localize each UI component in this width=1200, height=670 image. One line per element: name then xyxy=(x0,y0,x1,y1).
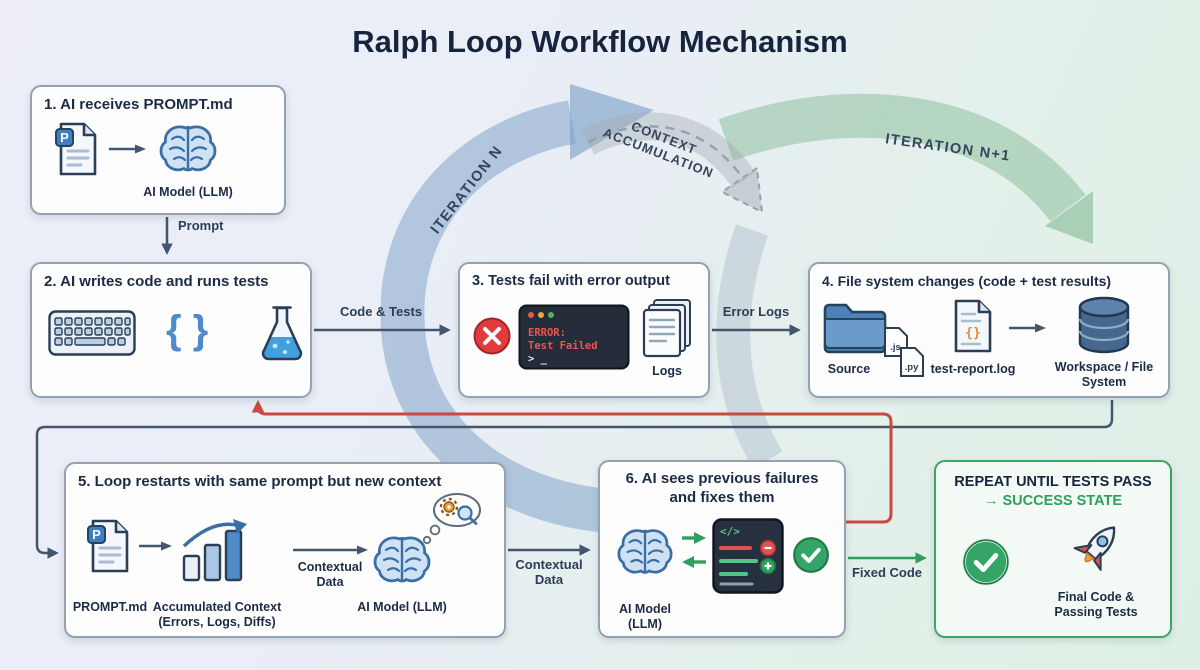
step2-title: 2. AI writes code and runs tests xyxy=(44,273,269,290)
code-glyph: </> xyxy=(720,525,740,538)
prompt-file-badge: P xyxy=(60,130,69,145)
brain-thinking-icon xyxy=(373,493,481,583)
arrow-right-icon xyxy=(293,545,368,555)
edge-label-prompt: Prompt xyxy=(178,218,224,233)
check-circle-icon xyxy=(793,537,829,573)
step6-title: 6. AI sees previous failures and fixes t… xyxy=(625,470,819,506)
edge-label-error-logs: Error Logs xyxy=(722,304,790,319)
test-report-label: test-report.log xyxy=(930,362,1016,376)
workspace-label: Workspace / File System xyxy=(1054,360,1154,389)
right-loop-band xyxy=(716,224,783,469)
ai-model-label: AI Model (LLM) xyxy=(143,185,233,199)
test-report-file-icon: {} xyxy=(954,299,992,353)
arrow-right-icon xyxy=(139,541,172,551)
step3-title: 3. Tests fail with error output xyxy=(472,273,670,289)
accumulated-context-chart-icon xyxy=(182,519,247,582)
filesystem-to-loop-arrow xyxy=(35,400,1114,559)
prompt-file-icon: P xyxy=(87,519,129,573)
error-x-icon xyxy=(473,317,511,355)
contextual-data-label: Contextual Data xyxy=(297,560,363,589)
edge-label-contextual-data: Contextual Data xyxy=(515,557,583,587)
context-arrowhead xyxy=(720,166,764,214)
step5-box: 5. Loop restarts with same prompt but ne… xyxy=(64,462,506,638)
page-title: Ralph Loop Workflow Mechanism xyxy=(352,24,848,59)
step1-box: 1. AI receives PROMPT.md P AI Model (LLM… xyxy=(30,85,286,215)
loop-restart-red-arrow xyxy=(251,399,893,524)
success-check-icon xyxy=(962,538,1010,586)
brain-icon xyxy=(617,529,673,574)
step4-title: 4. File system changes (code + test resu… xyxy=(822,273,1112,289)
context-band-dash xyxy=(587,125,745,181)
source-label: Source xyxy=(827,362,871,376)
py-file-label: .py xyxy=(905,362,919,373)
rocket-icon xyxy=(1073,526,1116,571)
ai-model-label: AI Model (LLM) xyxy=(618,602,672,631)
arrow-right-icon xyxy=(109,144,146,154)
logs-stack-icon xyxy=(642,299,691,358)
braces-glyph: {} xyxy=(965,326,981,341)
arrow-right-icon xyxy=(1009,323,1046,333)
terminal-error-line1: ERROR: xyxy=(528,327,566,339)
code-diff-panel-icon: </> xyxy=(712,518,784,594)
code-braces-icon: { } xyxy=(166,308,209,352)
keyboard-icon xyxy=(48,310,136,356)
success-title: REPEAT UNTIL TESTS PASS xyxy=(954,474,1152,490)
step1-title: 1. AI receives PROMPT.md xyxy=(44,96,233,113)
terminal-icon: ERROR: Test Failed > _ xyxy=(518,304,630,370)
terminal-error-line2: Test Failed xyxy=(528,340,598,352)
iteration-n1-band xyxy=(718,93,1086,222)
step2-box: 2. AI writes code and runs tests { } xyxy=(30,262,312,398)
ai-model-label: AI Model (LLM) xyxy=(357,600,447,614)
logs-label: Logs xyxy=(652,364,682,378)
py-file-icon: .py xyxy=(900,347,924,377)
js-file-label: .js xyxy=(890,342,901,353)
step5-title: 5. Loop restarts with same prompt but ne… xyxy=(78,473,442,490)
flask-icon xyxy=(261,306,303,361)
success-box: REPEAT UNTIL TESTS PASS → SUCCESS STATE … xyxy=(934,460,1172,638)
edge-label-fixed-code: Fixed Code xyxy=(851,565,923,580)
exchange-arrows-icon xyxy=(682,532,706,568)
step3-box: 3. Tests fail with error output ERROR: T… xyxy=(458,262,710,398)
iteration-n1-arrowhead xyxy=(1045,191,1093,244)
edge-label-code-tests: Code & Tests xyxy=(339,304,423,319)
step4-box: 4. File system changes (code + test resu… xyxy=(808,262,1170,398)
source-folder-icon xyxy=(823,303,887,354)
success-subtitle: → SUCCESS STATE xyxy=(983,493,1123,509)
prompt-md-label: PROMPT.md xyxy=(72,600,148,614)
accumulated-context-label: Accumulated Context (Errors, Logs, Diffs… xyxy=(152,600,282,629)
brain-icon xyxy=(159,125,217,172)
step6-box: 6. AI sees previous failures and fixes t… xyxy=(598,460,846,638)
terminal-prompt: > _ xyxy=(528,353,548,365)
prompt-file-icon: P xyxy=(55,122,97,176)
final-code-label: Final Code & Passing Tests xyxy=(1054,590,1138,619)
database-icon xyxy=(1078,296,1130,354)
prompt-file-badge: P xyxy=(92,527,101,542)
